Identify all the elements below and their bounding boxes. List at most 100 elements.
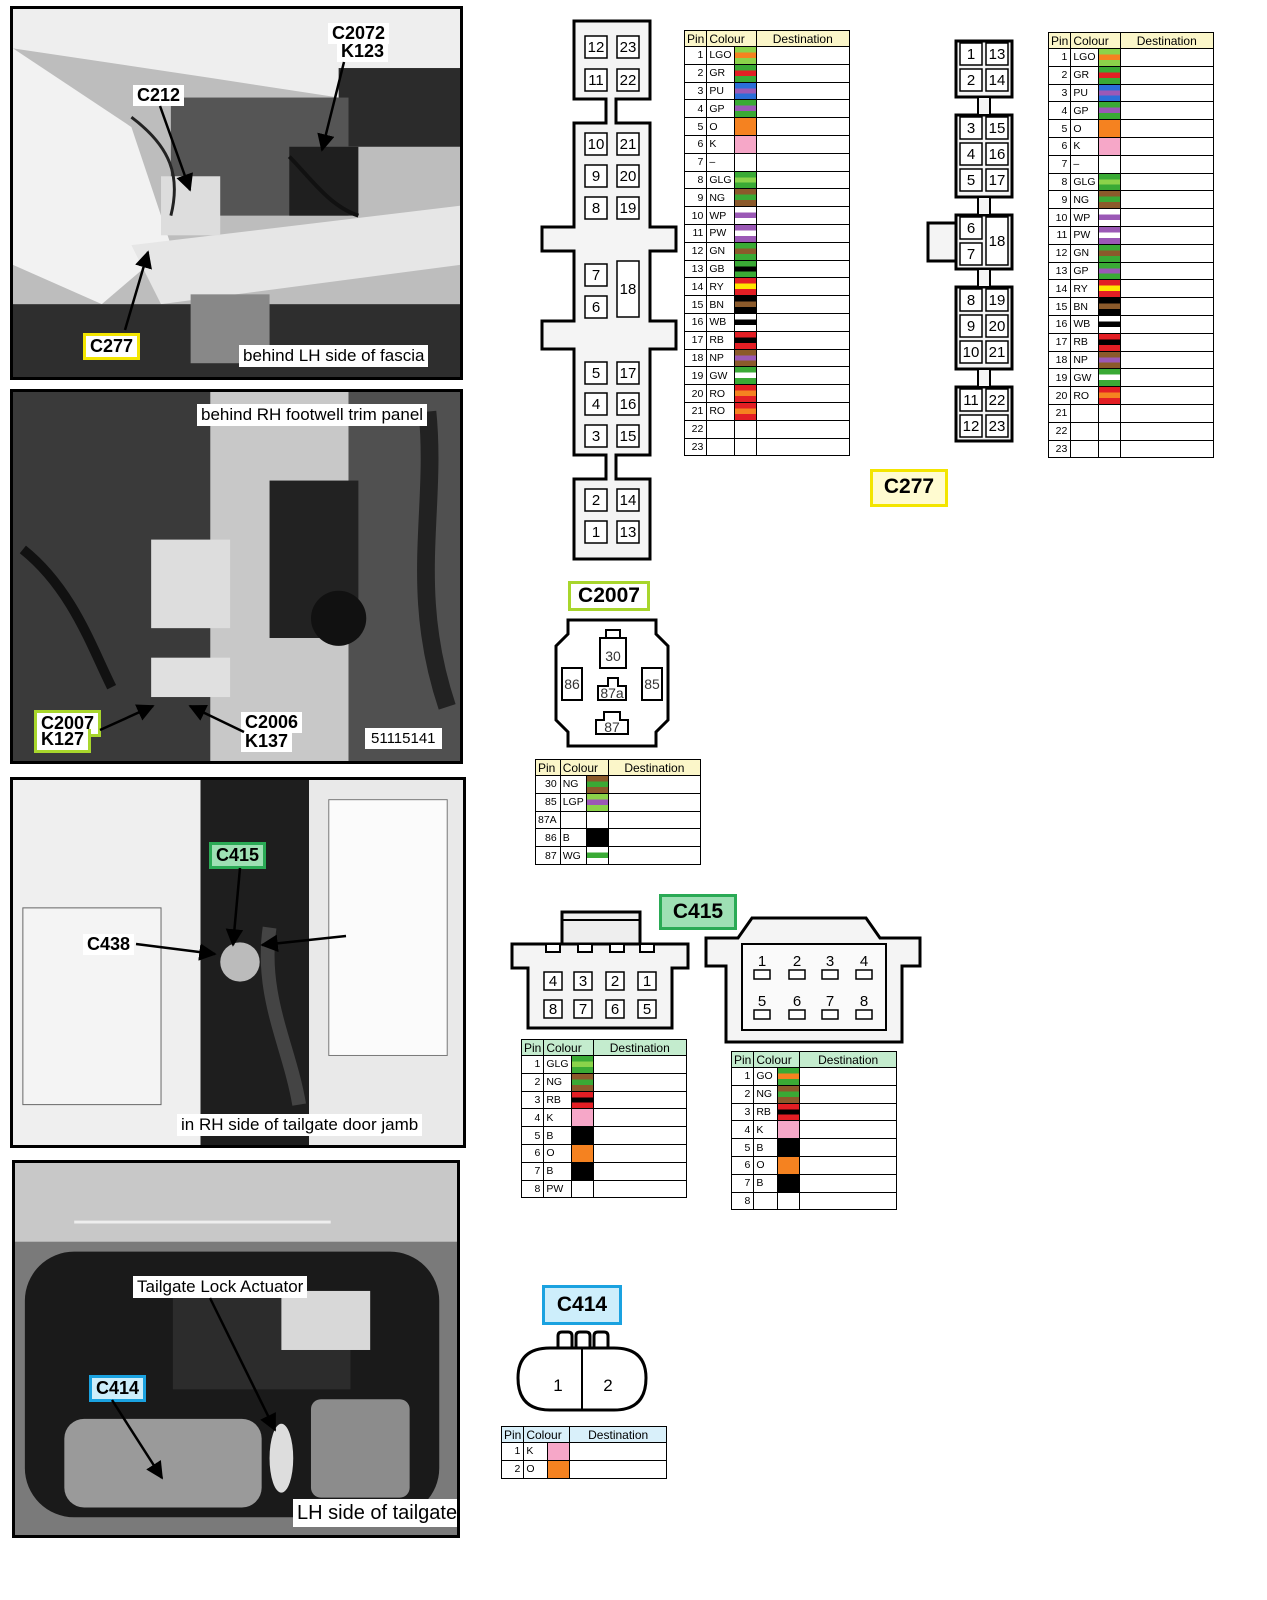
destination-cell — [592, 1143, 688, 1163]
pin-label: 5 — [592, 365, 600, 382]
pin-label: 14 — [989, 72, 1006, 89]
col-colour: Colour — [706, 30, 757, 47]
pin-cavity — [959, 340, 983, 364]
colour-swatch — [777, 1067, 801, 1086]
colour-swatch — [570, 1143, 594, 1163]
colour-code — [559, 810, 587, 830]
destination-cell — [1119, 314, 1215, 334]
pin-number: 1 — [683, 46, 708, 65]
pin-number: 4 — [683, 99, 708, 119]
pin-number: 15 — [1047, 297, 1072, 316]
colour-code: B — [543, 1126, 572, 1145]
pin-label: 2 — [793, 953, 801, 970]
colour-swatch — [570, 1090, 594, 1110]
destination-cell — [799, 1138, 897, 1157]
pin-number: 5 — [683, 117, 708, 136]
colour-swatch — [733, 99, 757, 119]
pin-label: 2 — [967, 72, 975, 89]
colour-code: GLG — [1070, 172, 1099, 192]
pin-cavity — [985, 168, 1009, 192]
pin-cavity — [959, 314, 983, 338]
destination-cell — [1119, 439, 1215, 459]
pin-number: 2 — [1047, 65, 1072, 85]
pin-number: 6 — [520, 1143, 545, 1163]
destination-cell — [755, 437, 851, 457]
colour-swatch — [777, 1155, 801, 1175]
pin-label: 9 — [592, 168, 600, 185]
pin-number: 2 — [683, 63, 708, 83]
destination-cell — [799, 1120, 897, 1140]
destination-cell — [799, 1191, 897, 1211]
col-pin: Pin — [683, 30, 708, 47]
col-pin: Pin — [535, 759, 561, 776]
pin-label: 7 — [967, 246, 975, 263]
photo-footwell-caption: behind RH footwell trim panel — [197, 404, 428, 426]
destination-cell — [755, 241, 851, 261]
colour-swatch — [733, 312, 757, 332]
pin-label: 10 — [963, 344, 980, 361]
destination-cell — [1119, 243, 1215, 263]
pin-label: 4 — [549, 973, 557, 990]
pin-number: 8 — [683, 170, 708, 190]
destination-cell — [755, 348, 851, 368]
pin-label: 3 — [592, 428, 600, 445]
colour-code: RO — [706, 401, 735, 421]
colour-code: NG — [753, 1084, 779, 1104]
colour-code: O — [523, 1459, 549, 1479]
pin-label: 1 — [592, 524, 600, 541]
colour-code: K — [753, 1120, 779, 1140]
destination-cell — [1119, 261, 1215, 281]
pin-label: 1 — [643, 973, 651, 990]
colour-swatch — [733, 117, 757, 136]
colour-code: RO — [706, 384, 735, 403]
colour-swatch — [1097, 243, 1121, 263]
photo-fascia-image — [13, 9, 460, 377]
colour-code: GR — [1070, 65, 1099, 85]
colour-swatch — [1097, 65, 1121, 85]
colour-swatch — [733, 259, 757, 279]
pin-number: 9 — [1047, 190, 1072, 210]
destination-cell — [592, 1090, 688, 1110]
colour-swatch — [733, 366, 757, 386]
pin-label: 19 — [989, 292, 1006, 309]
pin-cavity — [616, 132, 640, 156]
destination-cell — [1119, 297, 1215, 316]
pin-number: 12 — [683, 241, 708, 261]
destination-cell — [607, 810, 702, 830]
destination-cell — [1119, 225, 1215, 245]
pin-number: 87A — [535, 810, 561, 830]
pin-cavity — [584, 35, 608, 59]
pin-cavity — [959, 168, 983, 192]
destination-cell — [592, 1108, 688, 1128]
destination-cell — [799, 1155, 897, 1175]
pin-number: 3 — [730, 1102, 755, 1122]
colour-swatch — [547, 1442, 571, 1461]
colour-code: BN — [706, 295, 735, 314]
table-row: 23 — [683, 437, 851, 457]
colour-swatch — [733, 348, 757, 368]
terminal-87a: 87a — [600, 685, 624, 701]
pin-cavity — [959, 388, 983, 412]
destination-cell — [1119, 350, 1215, 370]
destination-cell — [1119, 332, 1215, 352]
pin-label: 19 — [620, 200, 637, 217]
photo-fascia-caption: behind LH side of fascia — [239, 345, 429, 367]
destination-cell — [755, 99, 851, 119]
pin-cavity — [959, 42, 983, 66]
destination-cell — [755, 277, 851, 297]
pin-cavity — [616, 260, 640, 318]
pin-cavity — [753, 969, 771, 980]
